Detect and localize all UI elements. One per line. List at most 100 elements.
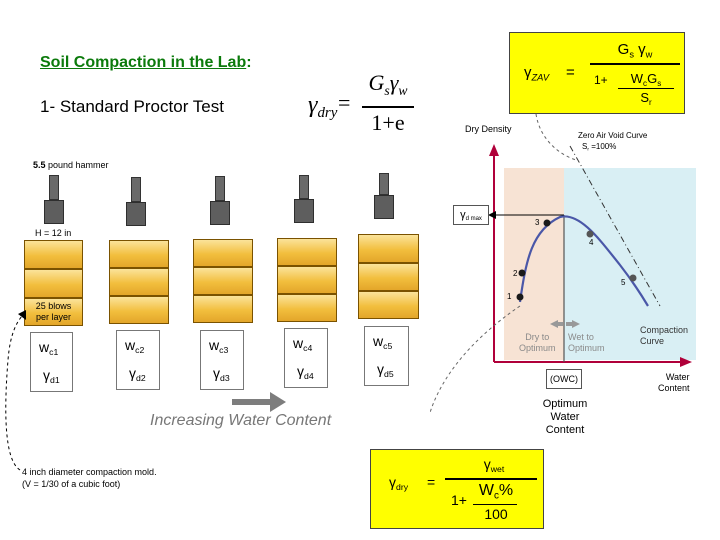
ymax-sub: d max bbox=[465, 216, 482, 223]
wet-den-w: W bbox=[478, 482, 494, 499]
blows-line-1: 25 blows bbox=[35, 301, 72, 311]
zav-curve-label: Zero Air Void Curve Sr =100% bbox=[578, 130, 647, 156]
zav-line bbox=[569, 145, 661, 307]
wet-den-prefix: 1+ bbox=[451, 492, 467, 508]
wet-inner-bar bbox=[473, 504, 517, 505]
wet-label-line-1: Wet to bbox=[568, 332, 594, 342]
mold-5-layer-1 bbox=[358, 234, 419, 263]
mold-note-line-2: (V = 1/30 of a cubic foot) bbox=[22, 479, 121, 489]
blows-line-2: per layer bbox=[35, 312, 71, 322]
y-axis-label: Dry Density bbox=[465, 124, 512, 134]
mold-4-label: wc4 γd4 bbox=[284, 328, 328, 388]
mold-4-density: γd4 bbox=[297, 363, 314, 381]
point-label-3: 3 bbox=[535, 218, 540, 227]
x-axis-label: Water Content bbox=[658, 372, 690, 394]
mold-5-density: γd5 bbox=[377, 361, 394, 379]
formula-lhs: γdry bbox=[308, 92, 337, 122]
wet-arrow-icon bbox=[572, 320, 580, 328]
dry-label-line-1: Dry to bbox=[525, 332, 550, 342]
mold-1-w-sub: c1 bbox=[49, 347, 59, 358]
zav-den-s-sub: r bbox=[648, 97, 652, 107]
mold-2-water: wc2 bbox=[125, 337, 144, 355]
mold-4-layer-3 bbox=[277, 294, 337, 322]
mold-5-layer-3 bbox=[358, 291, 419, 319]
mold-3-water: wc3 bbox=[209, 337, 228, 355]
mold-4-layer-1 bbox=[277, 238, 337, 266]
point-label-5: 5 bbox=[621, 278, 626, 287]
hammer-label-rest: pound hammer bbox=[45, 160, 109, 170]
wet-formula-connector bbox=[430, 305, 521, 415]
mold-2-label: wc2 γd2 bbox=[116, 330, 160, 390]
formula-num-gamma: γ bbox=[389, 70, 399, 95]
hammer-rod-3 bbox=[215, 176, 225, 201]
mold-5-water: wc5 bbox=[373, 333, 392, 351]
mold-5-gamma-sub: d5 bbox=[384, 369, 394, 380]
x-axis-label-line-2: Content bbox=[658, 383, 690, 393]
dry-zone bbox=[504, 168, 564, 360]
mold-1-layer-2 bbox=[24, 269, 83, 298]
mold-5-w-sub: c5 bbox=[383, 341, 393, 352]
zav-num-gamma: γ bbox=[638, 41, 646, 58]
mold-5-layer-2 bbox=[358, 263, 419, 291]
formula-num-gamma-sub: w bbox=[398, 82, 408, 98]
zav-den-prefix: 1+ bbox=[594, 73, 608, 87]
compaction-curve bbox=[518, 215, 649, 307]
height-label: H = 12 in bbox=[35, 228, 72, 238]
mold-3-w-sub: c3 bbox=[219, 345, 229, 356]
mold-2-layer-3 bbox=[109, 296, 169, 324]
optimum-line-1: Optimum bbox=[542, 398, 588, 410]
formula-gamma-sub: dry bbox=[317, 105, 338, 122]
mold-note-arrow-icon bbox=[5, 310, 26, 471]
data-point-5 bbox=[629, 274, 637, 282]
mold-3-w: w bbox=[209, 337, 220, 353]
mold-1-w: w bbox=[39, 339, 50, 355]
data-point-2 bbox=[518, 269, 526, 277]
mold-1-gamma: γ bbox=[43, 367, 50, 383]
mold-1-gamma-sub: d1 bbox=[50, 375, 60, 386]
hammer-head-4 bbox=[294, 199, 314, 223]
hammer-weight: 5.5 bbox=[33, 160, 46, 170]
formula-gamma: γ bbox=[308, 92, 318, 118]
mold-5-gamma: γ bbox=[377, 361, 384, 377]
mold-2-layer-2 bbox=[109, 268, 169, 296]
point-label-2: 2 bbox=[513, 269, 518, 278]
wet-zone bbox=[564, 168, 696, 360]
mold-3-gamma: γ bbox=[213, 365, 220, 381]
zav-den-bottom: Sr bbox=[618, 90, 674, 107]
dry-density-formula: γdry = Gsγw 1+e bbox=[308, 70, 418, 140]
zav-den-g: G bbox=[647, 71, 658, 86]
hammer-rod-1 bbox=[49, 175, 59, 200]
optimum-line-3: Content bbox=[545, 424, 585, 436]
title-text: Soil Compaction in the Lab bbox=[40, 54, 247, 71]
mold-3-gamma-sub: d3 bbox=[220, 373, 230, 384]
wet-num-gamma-sub: wet bbox=[490, 464, 505, 475]
zav-num-g: G bbox=[617, 41, 630, 58]
hammer-head-3 bbox=[210, 201, 230, 225]
zav-equals: = bbox=[566, 64, 575, 81]
increasing-arrow-icon bbox=[232, 392, 286, 412]
hammer-head-2 bbox=[126, 202, 146, 226]
x-axis-label-line-1: Water bbox=[665, 372, 690, 382]
owc-label: (OWC) bbox=[546, 369, 582, 389]
wet-gamma: γ bbox=[389, 474, 396, 490]
zav-den-top: WcGs bbox=[618, 71, 674, 88]
mold-3-density: γd3 bbox=[213, 365, 230, 383]
wet-main-bar bbox=[445, 478, 537, 480]
mold-3-layer-1 bbox=[193, 239, 253, 267]
formula-fraction-bar bbox=[362, 106, 414, 108]
mold-3-label: wc3 γd3 bbox=[200, 330, 244, 390]
wet-num-gamma: γ bbox=[483, 456, 491, 472]
point-label-1: 1 bbox=[507, 292, 512, 301]
title-suffix: : bbox=[246, 54, 252, 71]
compaction-curve-label: Compaction Curve bbox=[640, 325, 688, 347]
zav-num-gamma-sub: w bbox=[645, 49, 653, 60]
mold-2-w-sub: c2 bbox=[135, 345, 145, 356]
mold-note-line-1: 4 inch diameter compaction mold. bbox=[22, 467, 157, 477]
mold-4-layer-2 bbox=[277, 266, 337, 294]
wet-den-w-sub: c bbox=[493, 490, 499, 502]
zav-gamma-sub: ZAV bbox=[531, 72, 550, 83]
wet-optimum-label: Wet to Optimum bbox=[568, 332, 605, 354]
blows-label: 25 blows per layer bbox=[24, 301, 83, 323]
mold-4-water: wc4 bbox=[293, 335, 312, 353]
wet-den-bottom: 100 bbox=[484, 506, 508, 522]
